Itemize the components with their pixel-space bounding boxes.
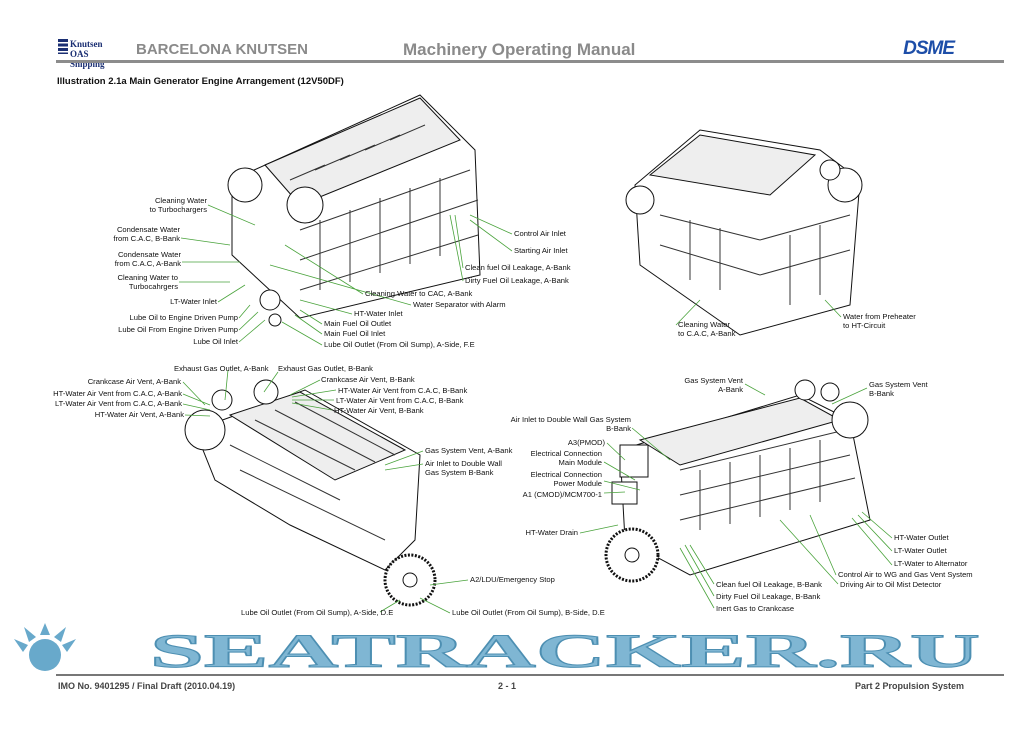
label-inert-gas: Inert Gas to Crankcase xyxy=(716,604,795,613)
dsme-logo: DSME xyxy=(903,38,955,59)
footer-page-number: 2 - 1 xyxy=(498,681,517,691)
label-lube-oil-outlet-fe: Lube Oil Outlet (From Oil Sump), A-Side,… xyxy=(324,340,475,349)
label-cleaning-water-turbochargers: Cleaning Water to Turbochargers xyxy=(149,196,207,214)
label-control-air-inlet: Control Air Inlet xyxy=(514,229,566,238)
label-exhaust-a: Exhaust Gas Outlet, A-Bank xyxy=(174,364,269,373)
label-cleaning-water-turbo-2: Cleaning Water to Turbocahrgers xyxy=(117,273,179,291)
label-clean-fuel-leak-b: Clean fuel Oil Leakage, B-Bank xyxy=(716,580,822,589)
label-water-preheater: Water from Preheater to HT-Circuit xyxy=(843,312,916,330)
label-crankcase-vent-a: Crankcase Air Vent, A-Bank xyxy=(87,377,181,386)
label-air-inlet-double-wall: Air Inlet to Double Wall Gas System B-Ba… xyxy=(425,459,502,477)
label-driving-air: Driving Air to Oil Mist Detector xyxy=(840,580,942,589)
watermark-text: SEATRACKER.RU xyxy=(150,625,980,671)
label-ht-vent-b: HT-Water Air Vent, B-Bank xyxy=(334,406,424,415)
watermark: SEATRACKER.RU xyxy=(14,623,981,671)
knutsen-logo: Knutsen OAS Shipping xyxy=(58,39,118,69)
label-lube-outlet-b-de: Lube Oil Outlet (From Oil Sump), B-Side,… xyxy=(452,608,605,617)
label-condensate-a-bank: Condensate Water from C.A.C, A-Bank xyxy=(114,250,181,268)
label-lt-water-outlet: LT-Water Outlet xyxy=(894,546,947,555)
label-crankcase-vent-b: Crankcase Air Vent, B-Bank xyxy=(321,375,415,384)
label-lube-oil-from-pump: Lube Oil From Engine Driven Pump xyxy=(118,325,238,334)
label-cleaning-water-cac: Cleaning Water to CAC, A-Bank xyxy=(365,289,473,298)
engine-drawing-4 xyxy=(604,379,871,583)
label-dirty-fuel-leak-a: Dirty Fuel Oil Leakage, A-Bank xyxy=(465,276,569,285)
label-electrical-main: Electrical Connection Main Module xyxy=(530,449,602,467)
label-clean-fuel-leak-a: Clean fuel Oil Leakage, A-Bank xyxy=(465,263,571,272)
label-lube-oil-to-pump: Lube Oil to Engine Driven Pump xyxy=(129,313,238,322)
illustration-title: Illustration 2.1a Main Generator Engine … xyxy=(57,76,344,87)
label-water-separator: Water Separator with Alarm xyxy=(413,300,506,309)
label-main-fuel-outlet: Main Fuel Oil Outlet xyxy=(324,319,392,328)
label-dirty-fuel-leak-b: Dirty Fuel Oil Leakage, B-Bank xyxy=(716,592,821,601)
manual-title: Machinery Operating Manual xyxy=(403,40,636,59)
label-lt-water-alternator: LT-Water to Alternator xyxy=(894,559,968,568)
engine-drawing-2 xyxy=(625,129,863,336)
label-gas-vent-a-2: Gas System Vent A-Bank xyxy=(684,376,743,394)
label-ht-vent-a: HT-Water Air Vent, A-Bank xyxy=(94,410,184,419)
engine-drawing-1 xyxy=(227,94,481,327)
label-a1-cmod: A1 (CMOD)/MCM700-1 xyxy=(522,490,602,499)
label-control-air-wg: Control Air to WG and Gas Vent System xyxy=(838,570,973,579)
label-cleaning-water-cac-a: Cleaning Water to C.A.C, A-Bank xyxy=(678,320,736,338)
label-lt-water-inlet: LT-Water Inlet xyxy=(170,297,217,306)
label-ht-vent-cac-b: HT-Water Air Vent from C.A.C, B-Bank xyxy=(338,386,468,395)
footer-imo: IMO No. 9401295 / Final Draft (2010.04.1… xyxy=(58,681,236,691)
label-lube-outlet-a-de: Lube Oil Outlet (From Oil Sump), A-Side,… xyxy=(241,608,394,617)
label-ht-water-outlet: HT-Water Outlet xyxy=(894,533,949,542)
label-lube-oil-inlet: Lube Oil Inlet xyxy=(193,337,238,346)
label-lt-vent-cac-a: LT-Water Air Vent from C.A.C, A-Bank xyxy=(54,399,182,408)
label-ht-water-drain: HT-Water Drain xyxy=(525,528,578,537)
label-gas-vent-a: Gas System Vent, A-Bank xyxy=(425,446,513,455)
ship-name: BARCELONA KNUTSEN xyxy=(136,41,308,58)
label-starting-air-inlet: Starting Air Inlet xyxy=(514,246,568,255)
label-lt-vent-cac-b: LT-Water Air Vent from C.A.C, B-Bank xyxy=(336,396,464,405)
label-main-fuel-inlet: Main Fuel Oil Inlet xyxy=(324,329,386,338)
sun-icon xyxy=(14,623,76,671)
label-ht-water-inlet: HT-Water Inlet xyxy=(354,309,403,318)
header-rule xyxy=(56,60,1004,63)
label-a3-pmod: A3(PMOD) xyxy=(567,438,605,447)
label-condensate-b-bank: Condensate Water from C.A.C, B-Bank xyxy=(113,225,180,243)
engine-drawing-3 xyxy=(184,379,437,607)
footer-section: Part 2 Propulsion System xyxy=(854,681,964,691)
label-exhaust-b: Exhaust Gas Outlet, B-Bank xyxy=(278,364,373,373)
label-air-inlet-double-wall-b: Air Inlet to Double Wall Gas System B-Ba… xyxy=(510,415,631,433)
leader-lines xyxy=(179,204,893,614)
label-emergency-stop: A2/LDU/Emergency Stop xyxy=(470,575,555,584)
label-gas-vent-b: Gas System Vent B-Bank xyxy=(869,380,928,398)
label-ht-vent-cac-a: HT-Water Air Vent from C.A.C, A-Bank xyxy=(53,389,182,398)
footer-rule xyxy=(56,674,1004,676)
page-header: Knutsen OAS Shipping BARCELONA KNUTSEN M… xyxy=(58,38,1004,69)
label-electrical-power: Electrical Connection Power Module xyxy=(530,470,602,488)
